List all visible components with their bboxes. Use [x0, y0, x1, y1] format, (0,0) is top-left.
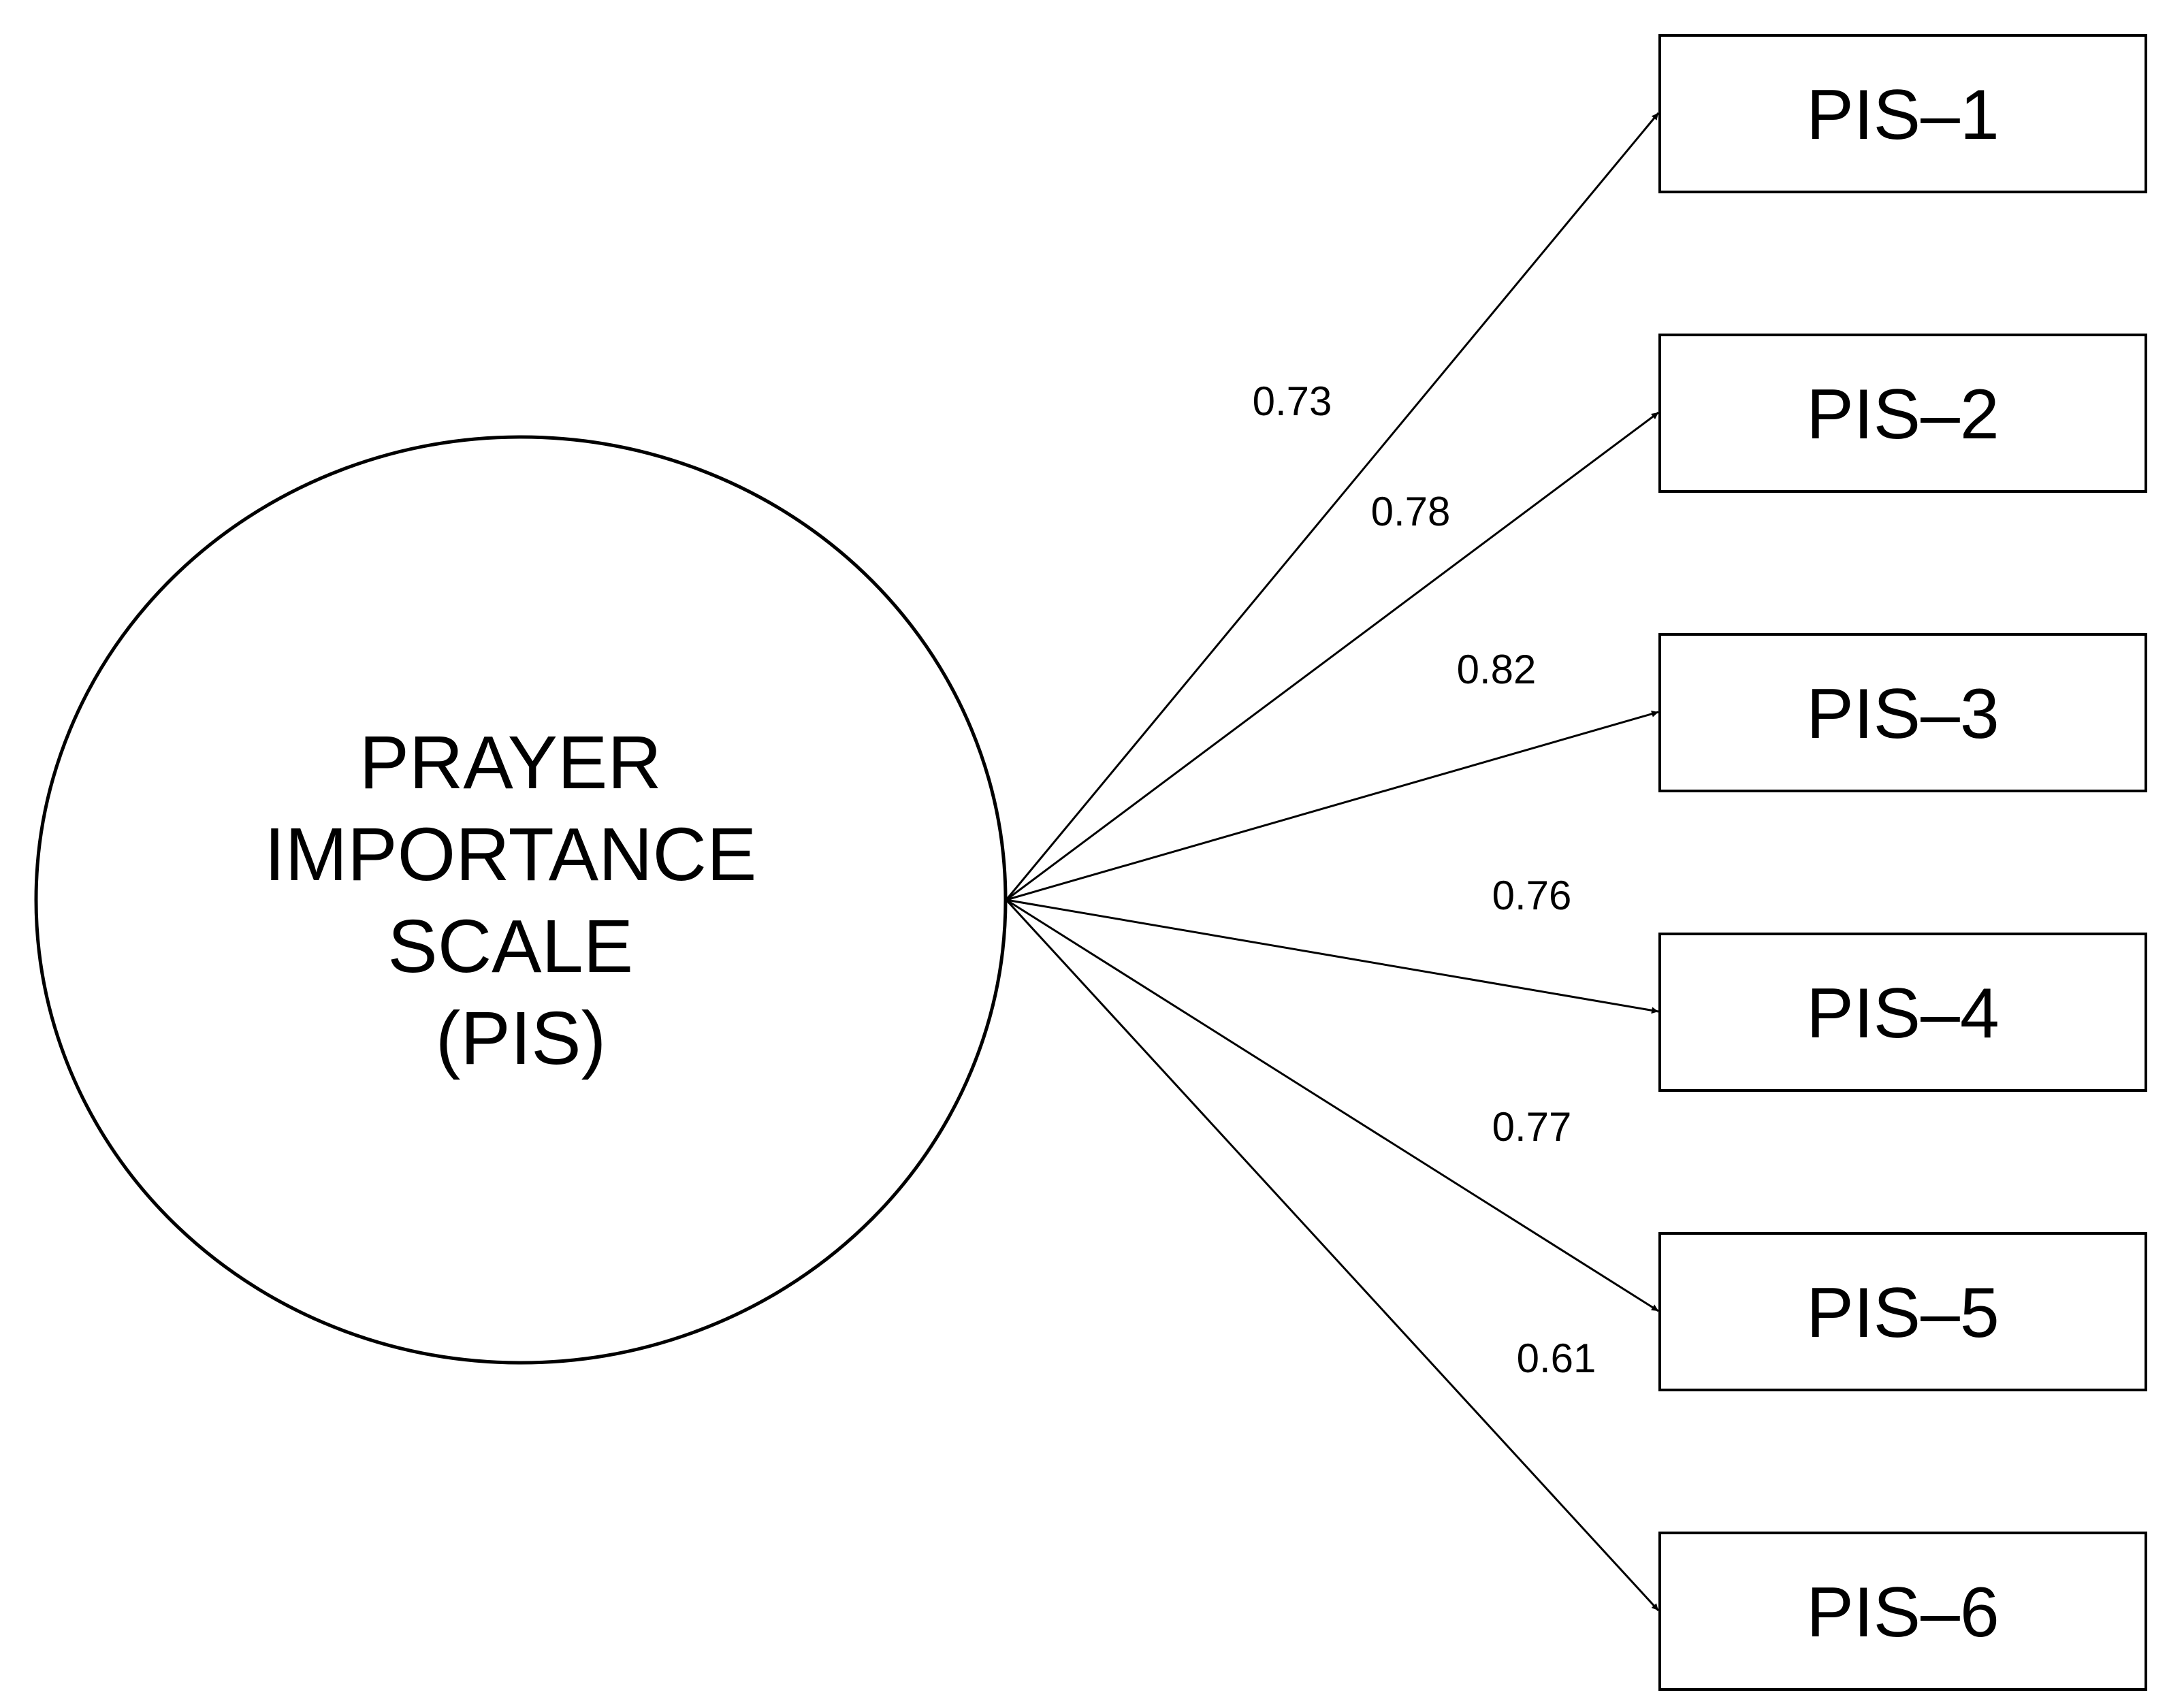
indicator-box-3: [1658, 633, 2147, 792]
loading-label-2: 0.78: [1371, 489, 1451, 534]
loading-label-6: 0.61: [1517, 1336, 1596, 1381]
loading-label-3: 0.82: [1457, 647, 1537, 692]
path-arrow-6: [1005, 899, 1660, 1612]
indicator-box-1: [1658, 34, 2147, 193]
indicator-4: PIS–4: [1658, 933, 2147, 1092]
latent-label: PRAYER IMPORTANCE SCALE (PIS): [264, 721, 777, 1080]
path-arrow-3: [1006, 710, 1659, 901]
latent-label-line-3: SCALE: [387, 905, 633, 988]
indicator-box-4: [1658, 933, 2147, 1092]
indicator-label-4: PIS–4: [1806, 974, 1999, 1053]
indicator-box-2: [1658, 334, 2147, 493]
path-arrows: [1005, 112, 1660, 1612]
path-arrow-5: [1006, 899, 1659, 1312]
indicator-6: PIS–6: [1658, 1532, 2147, 1691]
indicator-1: PIS–1: [1658, 34, 2147, 193]
latent-construct: PRAYER IMPORTANCE SCALE (PIS): [34, 435, 1008, 1365]
indicator-label-5: PIS–5: [1806, 1274, 1999, 1353]
latent-label-line-2: IMPORTANCE: [264, 813, 756, 896]
indicator-2: PIS–2: [1658, 334, 2147, 493]
indicator-label-6: PIS–6: [1806, 1573, 1999, 1652]
path-arrow-4: [1006, 899, 1659, 1014]
indicator-label-3: PIS–3: [1806, 675, 1999, 754]
loading-labels: 0.73 0.78 0.82 0.76 0.77 0.61: [1253, 378, 1596, 1381]
path-arrow-1: [1005, 112, 1660, 901]
latent-label-line-4: (PIS): [436, 997, 607, 1080]
indicator-box-6: [1658, 1532, 2147, 1691]
indicator-label-2: PIS–2: [1806, 375, 1999, 454]
loading-label-5: 0.77: [1492, 1104, 1572, 1150]
latent-circle: [34, 435, 1008, 1365]
latent-label-line-1: PRAYER: [359, 721, 662, 805]
path-arrow-2: [1006, 411, 1659, 901]
indicator-5: PIS–5: [1658, 1232, 2147, 1391]
indicator-3: PIS–3: [1658, 633, 2147, 792]
indicator-box-5: [1658, 1232, 2147, 1391]
loading-label-1: 0.73: [1253, 378, 1332, 424]
loading-label-4: 0.76: [1492, 873, 1572, 918]
indicator-label-1: PIS–1: [1806, 76, 1999, 155]
